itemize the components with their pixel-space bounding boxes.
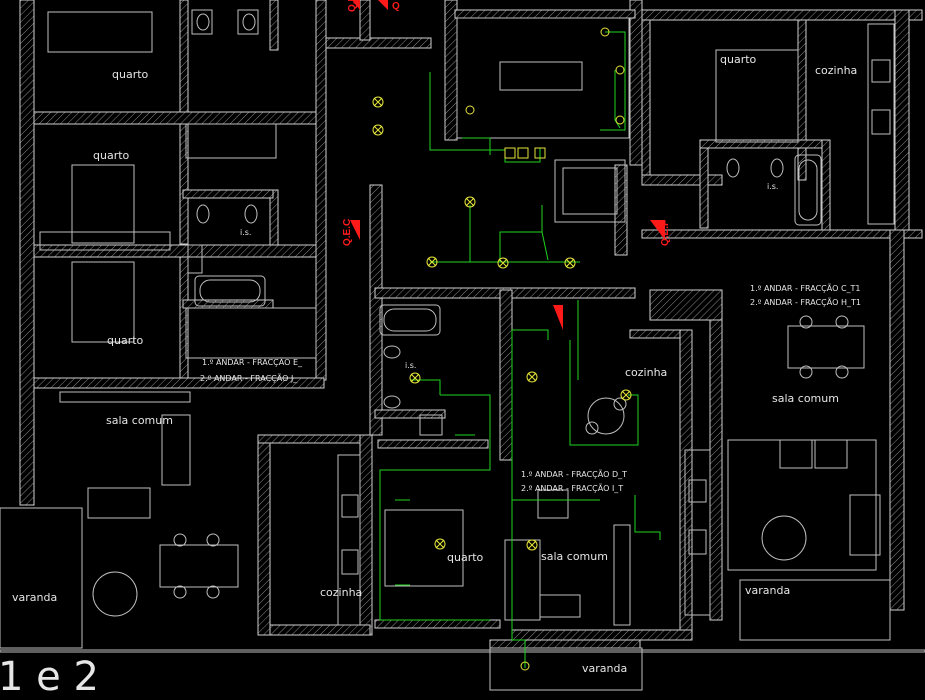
room-label-quarto: quarto (112, 68, 149, 81)
panel-tag-qec-2: Q.E.C (347, 0, 358, 12)
light-fixture (465, 105, 475, 115)
light-fixture (497, 257, 509, 269)
room-label-quarto: quarto (447, 551, 484, 564)
room-label-cozinha: cozinha (815, 64, 857, 77)
room-label-varanda: varanda (12, 591, 57, 604)
light-fixture (372, 96, 384, 108)
room-label-cozinha: cozinha (320, 586, 362, 599)
panel-tag-qef: Q.E.F (660, 220, 671, 246)
chairs (173, 315, 849, 599)
room-label-cozinha: cozinha (625, 366, 667, 379)
furniture-and-fixtures (0, 9, 925, 691)
light-fixture (564, 257, 576, 269)
light-fixture (372, 124, 384, 136)
fraction-label: 2.º ANDAR - FRACÇÃO H_T1 (750, 297, 861, 307)
room-label-is: i.s. (405, 361, 416, 370)
room-labels: quarto quarto quarto quarto quarto cozin… (12, 53, 857, 675)
room-label-sala-comum: sala comum (772, 392, 839, 405)
room-label-sala-comum: sala comum (106, 414, 173, 427)
fraction-label: 2.º ANDAR - FRACÇÃO J_ (200, 373, 298, 383)
room-label-varanda: varanda (582, 662, 627, 675)
light-fixture (615, 115, 625, 125)
room-label-is: i.s. (240, 228, 251, 237)
light-fixture (526, 539, 538, 551)
light-fixture (434, 538, 446, 550)
light-fixture (620, 389, 632, 401)
light-fixture (526, 371, 538, 383)
room-label-is: i.s. (767, 182, 778, 191)
panel-tag-qec-1: Q.E.C (342, 219, 353, 246)
room-label-varanda: varanda (745, 584, 790, 597)
panel-tag-q: Q (392, 1, 400, 12)
room-label-sala-comum: sala comum (541, 550, 608, 563)
fraction-label: 1.º ANDAR - FRACÇÃO D_T (521, 469, 627, 479)
light-fixture (615, 65, 625, 75)
room-label-quarto: quarto (93, 149, 130, 162)
light-fixture (426, 256, 438, 268)
room-label-quarto: quarto (720, 53, 757, 66)
drawing-title-fragment: 1 e 2 (0, 654, 99, 700)
electrical-panels (350, 0, 665, 330)
fraction-labels: 1.º ANDAR - FRACÇÃO E_ 2.º ANDAR - FRACÇ… (200, 283, 861, 493)
walls (19, 0, 923, 649)
light-fixture (520, 661, 530, 671)
light-fixture (600, 27, 610, 37)
fraction-label: 2.º ANDAR - FRACÇÃO I_T (521, 483, 623, 493)
light-fixtures (372, 27, 632, 671)
room-label-quarto: quarto (107, 334, 144, 347)
light-fixture (464, 196, 476, 208)
fraction-label: 1.º ANDAR - FRACÇÃO C_T1 (750, 283, 861, 293)
light-fixture (409, 372, 421, 384)
electrical-circuits (379, 31, 661, 668)
fraction-label: 1.º ANDAR - FRACÇÃO E_ (202, 357, 303, 367)
